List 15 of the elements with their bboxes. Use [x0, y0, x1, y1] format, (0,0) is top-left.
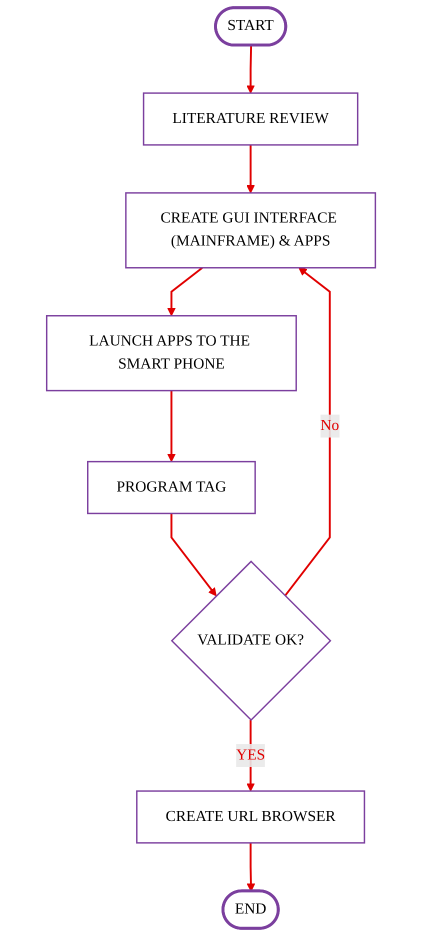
- arrow: [246, 46, 255, 94]
- edge-label: No: [320, 417, 340, 434]
- node-diamond: VALIDATE OK?: [170, 560, 332, 722]
- arrow: [170, 513, 217, 596]
- arrow: [167, 390, 176, 462]
- node-box: PROGRAM TAG: [86, 460, 256, 514]
- arrow: [246, 144, 255, 194]
- edge-label: YES: [236, 746, 266, 764]
- node-box: CREATE URL BROWSER: [136, 790, 366, 844]
- node-box: LITERATURE REVIEW: [142, 92, 358, 146]
- arrow: [284, 267, 331, 596]
- arrow: [246, 842, 256, 892]
- node-box: CREATE GUI INTERFACE (MAINFRAME) & APPS: [125, 192, 376, 268]
- arrow: [167, 267, 203, 316]
- node-box: LAUNCH APPS TO THE SMART PHONE: [46, 315, 297, 392]
